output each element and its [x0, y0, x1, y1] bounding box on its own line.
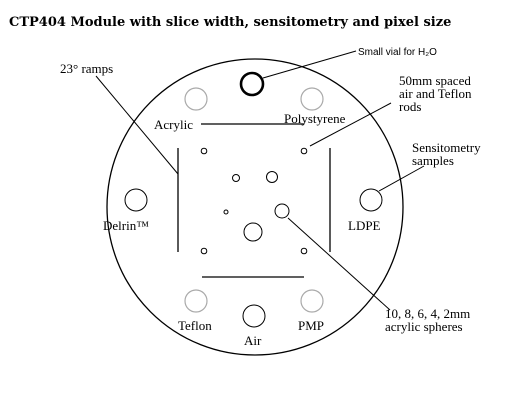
spheres-label-line1: 10, 8, 6, 4, 2mm [385, 306, 470, 321]
rods-leader [309, 102, 392, 147]
rods-label-line2: air and Teflon [399, 86, 472, 101]
air-label: Air [244, 333, 262, 348]
delrin-label: Delrin™ [103, 218, 149, 233]
acrylic-sample [184, 87, 208, 111]
air-sample [242, 304, 266, 328]
polystyrene-sample [300, 87, 324, 111]
rod-top-left [200, 147, 208, 155]
ramps-label: 23° ramps [60, 61, 113, 76]
rods-label-line3: rods [399, 99, 421, 114]
water-vial [239, 71, 265, 97]
rod-bottom-left [200, 247, 208, 255]
acrylic-label: Acrylic [154, 117, 193, 132]
rods-label-line1: 50mm spaced [399, 73, 471, 88]
sensitometry-leader [378, 165, 425, 192]
sphere-8mm [274, 203, 290, 219]
sphere-6mm [266, 171, 278, 183]
spheres-leader [287, 217, 391, 311]
ldpe-label: LDPE [348, 218, 381, 233]
vial-label: Small vial for H₂O [358, 47, 437, 58]
ldpe-sample [359, 188, 383, 212]
delrin-sample [124, 188, 148, 212]
teflon-label: Teflon [178, 318, 212, 333]
ramps-leader [95, 75, 179, 175]
pmp-sample [300, 289, 324, 313]
spheres-label-line2: acrylic spheres [385, 319, 463, 334]
pmp-label: PMP [298, 318, 324, 333]
sensitometry-label-line1: Sensitometry [412, 140, 481, 155]
sphere-10mm [243, 222, 263, 242]
vial-leader [262, 50, 357, 79]
sensitometry-label-line2: samples [412, 153, 454, 168]
teflon-sample [184, 289, 208, 313]
rod-bottom-right [300, 247, 308, 255]
phantom-outline [106, 58, 404, 356]
diagram-title: CTP404 Module with slice width, sensitom… [9, 15, 451, 30]
rod-top-right [300, 147, 308, 155]
polystyrene-label: Polystyrene [284, 111, 346, 126]
sphere-2mm [223, 209, 229, 215]
sphere-4mm [232, 174, 240, 182]
